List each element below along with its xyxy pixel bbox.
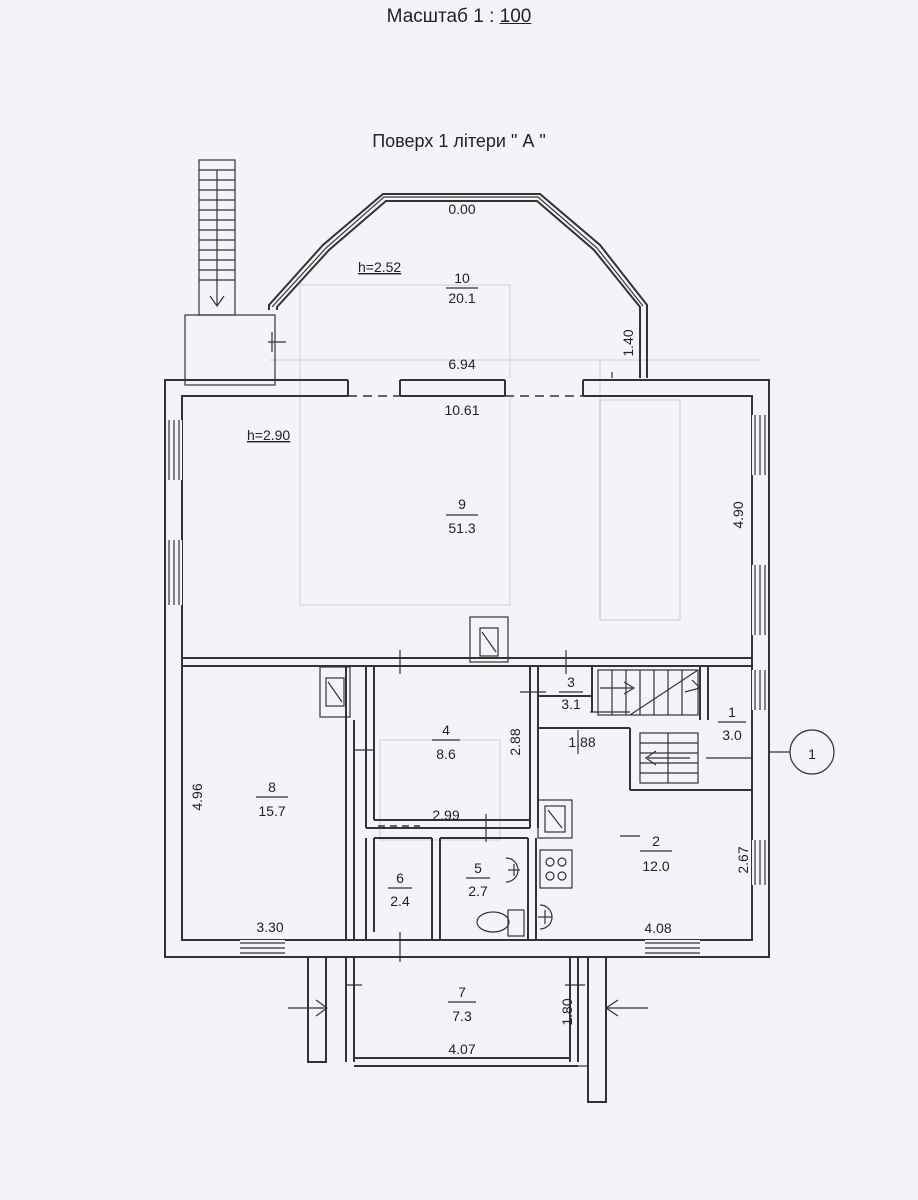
- room-7-number: 7: [458, 984, 466, 1000]
- room-labels: 10 20.1 9 51.3 8 15.7 4 8.6 3 3.1 1 3.0 …: [256, 270, 746, 1024]
- sanitary-fixtures: [476, 849, 573, 937]
- height-room-9: h=2.90: [247, 427, 290, 443]
- dim-1-40: 1.40: [620, 329, 636, 356]
- room-3-area: 3.1: [561, 696, 581, 712]
- room-2-area: 12.0: [642, 858, 669, 874]
- dim-1-88: 1.88: [568, 734, 595, 750]
- flues: [319, 616, 573, 839]
- windows: [166, 415, 768, 956]
- dim-4-08: 4.08: [644, 920, 671, 936]
- show-through-ghost: [270, 284, 760, 841]
- scale-value: 100: [499, 6, 532, 27]
- room-8-number: 8: [268, 779, 276, 795]
- entrance-marker-number: 1: [808, 746, 816, 762]
- entrance-marker: 1: [769, 729, 835, 775]
- dim-2-88: 2.88: [507, 728, 523, 755]
- height-room-10: h=2.52: [358, 259, 401, 275]
- floor-title: Поверх 1 літери " А ": [372, 131, 546, 151]
- dim-1-80: 1.80: [559, 998, 575, 1025]
- vent-shaft: [184, 159, 286, 386]
- scale-prefix: Масштаб 1 :: [386, 6, 495, 27]
- dim-2-67: 2.67: [735, 846, 751, 873]
- outer-walls: [164, 378, 770, 958]
- ceiling-heights: h=2.52 h=2.90: [247, 259, 401, 443]
- room-9-area: 51.3: [448, 520, 475, 536]
- room-8-area: 15.7: [258, 803, 285, 819]
- dim-0-00: 0.00: [448, 201, 475, 217]
- room-10-area: 20.1: [448, 290, 475, 306]
- dim-6-94: 6.94: [448, 356, 475, 372]
- dim-4-90: 4.90: [730, 501, 746, 528]
- room-9-number: 9: [458, 496, 466, 512]
- dim-4-07: 4.07: [448, 1041, 475, 1057]
- room-7-area: 7.3: [452, 1008, 472, 1024]
- room-6-area: 2.4: [390, 893, 410, 909]
- room-10-bay: [268, 193, 648, 378]
- room-3-number: 3: [567, 674, 575, 690]
- room-5-area: 2.7: [468, 883, 488, 899]
- room-1-area: 3.0: [722, 727, 742, 743]
- dimension-labels: 0.00 6.94 1.40 10.61 4.90 4.96 3.30 2.88…: [189, 201, 751, 1057]
- dim-4-96: 4.96: [189, 783, 205, 810]
- dim-3-30: 3.30: [256, 919, 283, 935]
- staircase: [597, 669, 752, 784]
- room-4-number: 4: [442, 722, 450, 738]
- room-5-number: 5: [474, 860, 482, 876]
- door-marks: [354, 650, 640, 962]
- room-2-number: 2: [652, 833, 660, 849]
- dim-2-99: 2.99: [432, 807, 459, 823]
- room-6-number: 6: [396, 870, 404, 886]
- porch: [288, 956, 648, 1103]
- dim-10-61: 10.61: [444, 402, 479, 418]
- room-4-area: 8.6: [436, 746, 456, 762]
- room-1-number: 1: [728, 704, 736, 720]
- scale-label: Масштаб 1 : 100: [0, 6, 918, 28]
- room-10-number: 10: [454, 270, 470, 286]
- interior-walls: [182, 657, 752, 940]
